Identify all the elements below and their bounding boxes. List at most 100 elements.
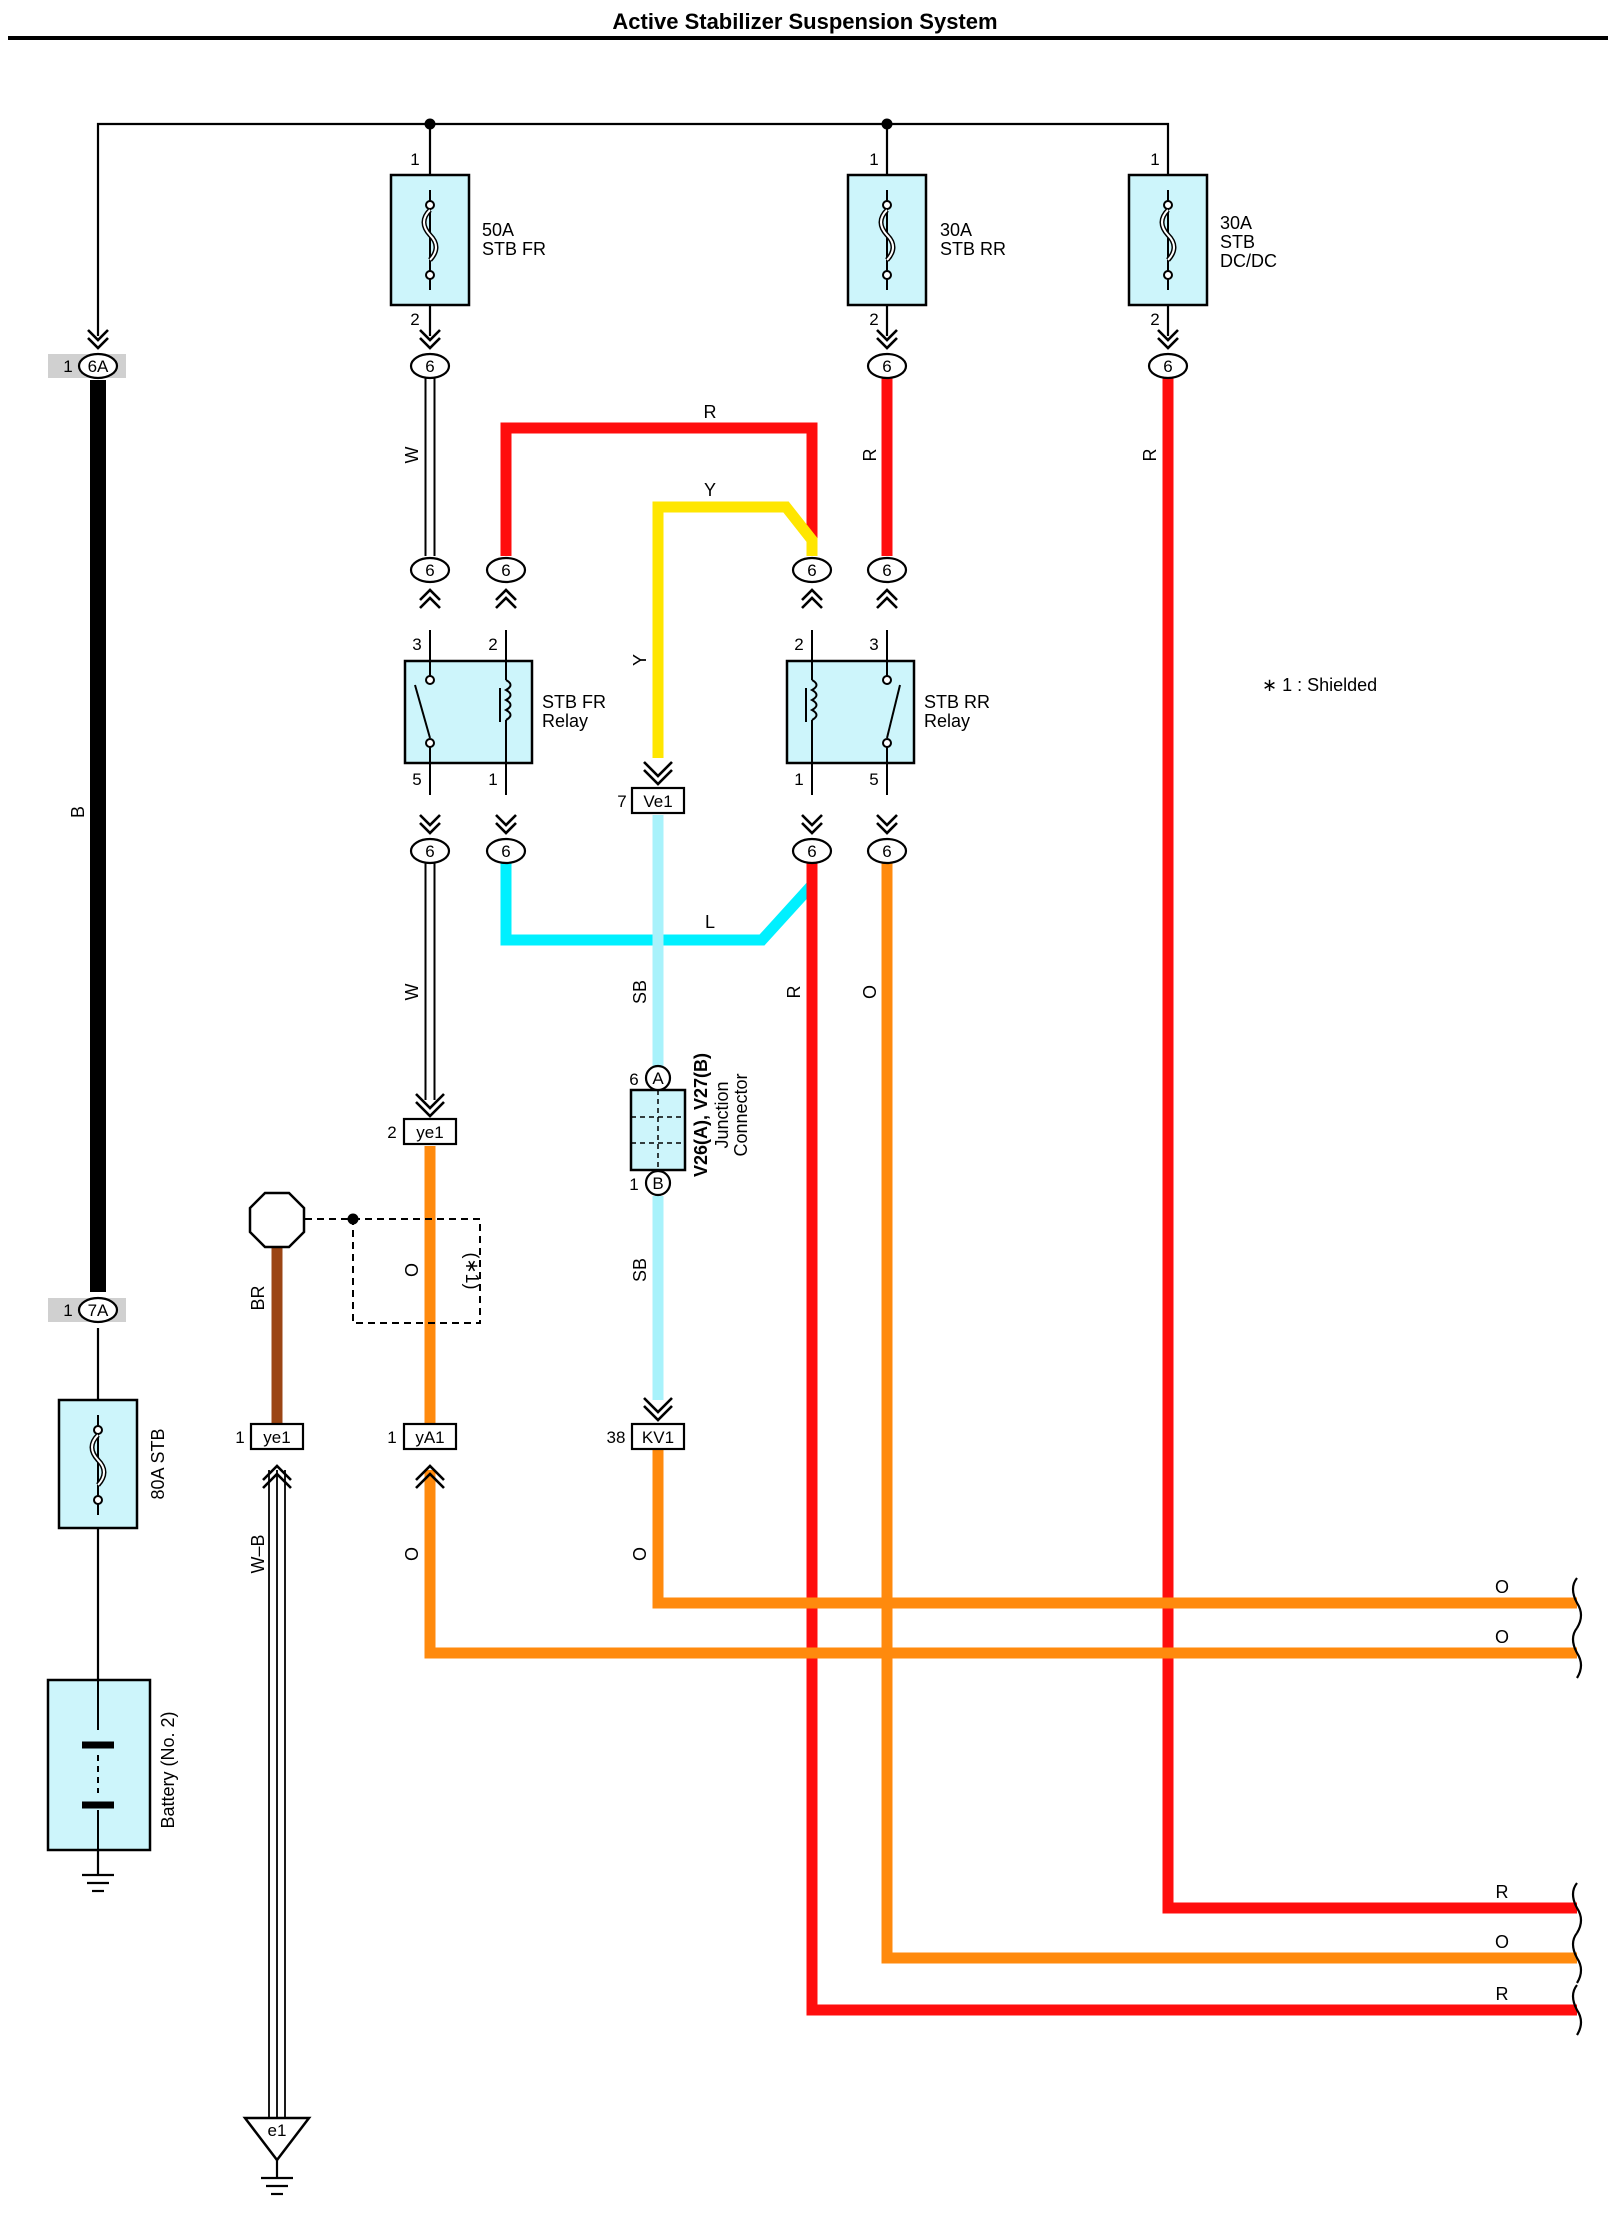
connector-ya1: yA1 1 [387, 1422, 458, 1451]
fuse-stb-dcdc [1127, 173, 1209, 307]
label-r-mid: R [784, 986, 804, 999]
wire-o-kv1 [652, 1450, 1577, 1609]
joint-6-rr-3: 6 [866, 556, 908, 584]
joint-6-fr-top: 6 [409, 352, 451, 380]
wire-l [500, 862, 817, 946]
power-bus [96, 122, 1170, 336]
joint-connectors: 6 6 6 6 6 6 6 6 6 6 6 [409, 352, 1189, 865]
bus-junction-dot-rr [881, 118, 893, 130]
joint-6-rr-1: 6 [791, 837, 833, 865]
fuse-dcdc-pin-in: 1 [1150, 150, 1159, 169]
fuse-dcdc-pin-out: 2 [1150, 310, 1159, 329]
svg-text:e1: e1 [268, 2121, 287, 2140]
relay-fr-pin-2: 2 [488, 635, 497, 654]
shielded-note: ∗ 1 : Shielded [1262, 675, 1377, 695]
wire-r-dcdc [1162, 378, 1577, 1914]
wire-labels: B W W R Y Y R R L SB SB R O BR O W–B O O… [68, 402, 1509, 2004]
svg-text:6: 6 [425, 357, 434, 376]
svg-text:6A: 6A [88, 357, 109, 376]
svg-text:6: 6 [1163, 357, 1172, 376]
svg-text:6: 6 [501, 561, 510, 580]
label-wb: W–B [248, 1534, 268, 1573]
fuse-stb-rr [846, 173, 928, 307]
svg-text:6: 6 [425, 842, 434, 861]
relay-rr-pin-5: 5 [869, 770, 878, 789]
label-sb-2: SB [630, 1258, 650, 1282]
svg-text:1: 1 [387, 1428, 396, 1447]
diagram-title: Active Stabilizer Suspension System [612, 9, 997, 34]
joint-6-rr-2: 6 [791, 556, 833, 584]
wire-break-marks [1571, 1577, 1583, 2036]
wire-wb [268, 1470, 286, 2118]
label-y-top: Y [704, 480, 716, 500]
wire-r-top-loop [500, 422, 818, 556]
battery-no2 [46, 1678, 152, 1852]
svg-text:6: 6 [807, 561, 816, 580]
fuse-rr-amp: 30A [940, 220, 972, 240]
relay-rr-name1: STB RR [924, 692, 990, 712]
svg-text:6: 6 [882, 357, 891, 376]
relay-rr-pin-2: 2 [794, 635, 803, 654]
relay-fr-name1: STB FR [542, 692, 606, 712]
fuse-stb-fr [389, 173, 471, 307]
connector-6a: 6A 1 [48, 352, 126, 380]
fuse-fr-pin-in: 1 [410, 150, 419, 169]
fuse-fr-pin-out: 2 [410, 310, 419, 329]
label-sb-1: SB [630, 980, 650, 1004]
junction-pin-b: 1 [629, 1175, 638, 1194]
svg-text:KV1: KV1 [642, 1428, 674, 1447]
label-out-4: O [1495, 1932, 1509, 1952]
label-out-5: R [1496, 1984, 1509, 2004]
label-out-2: O [1495, 1627, 1509, 1647]
label-r-dcdc: R [1140, 449, 1160, 462]
svg-text:7: 7 [617, 792, 626, 811]
label-b: B [68, 806, 88, 818]
svg-text:Ve1: Ve1 [643, 792, 672, 811]
label-y-side: Y [630, 654, 650, 666]
connector-ye1-top: ye1 2 [387, 1117, 458, 1146]
bus-junction-dot-fr [424, 118, 436, 130]
svg-text:ye1: ye1 [416, 1123, 443, 1142]
relay-stb-rr [785, 630, 916, 795]
junction-pin-a: 6 [629, 1070, 638, 1089]
fuse-rr-pin-out: 2 [869, 310, 878, 329]
relay-rr-pin-1: 1 [794, 770, 803, 789]
svg-text:2: 2 [387, 1123, 396, 1142]
joint-6-dcdc-top: 6 [1147, 352, 1189, 380]
label-o-mid: O [860, 985, 880, 999]
joint-6-fr-3: 6 [409, 556, 451, 584]
connector-ye1-bottom: ye1 1 [235, 1422, 305, 1451]
joint-6-rr-top: 6 [866, 352, 908, 380]
shield-label: (∗1) [462, 1252, 482, 1289]
wire-o-ya1 [424, 1470, 1577, 1659]
relay-fr-name2: Relay [542, 711, 588, 731]
fuse-dcdc-name1: STB [1220, 232, 1255, 252]
label-o-shield: O [402, 1263, 422, 1277]
svg-text:A: A [652, 1069, 664, 1088]
fuse-fr-amp: 50A [482, 220, 514, 240]
label-l: L [705, 912, 715, 932]
relay-rr-name2: Relay [924, 711, 970, 731]
svg-text:6: 6 [882, 842, 891, 861]
joint-6-fr-5: 6 [409, 837, 451, 865]
label-out-3: R [1496, 1882, 1509, 1902]
ground-e1: e1 [242, 2116, 312, 2196]
joint-6-fr-2: 6 [485, 556, 527, 584]
svg-text:yA1: yA1 [415, 1428, 444, 1447]
fuse-rr-pin-in: 1 [869, 150, 878, 169]
svg-text:7A: 7A [88, 1301, 109, 1320]
wire-y [652, 501, 818, 758]
joint-6-fr-1: 6 [485, 837, 527, 865]
shield-box [293, 1213, 481, 1324]
chevron-markers [87, 329, 1179, 1489]
relay-rr-pin-3: 3 [869, 635, 878, 654]
label-o-kv1: O [630, 1547, 650, 1561]
fuse-dcdc-name2: DC/DC [1220, 251, 1277, 271]
junction-name1: V26(A), V27(B) [691, 1053, 711, 1177]
fuse-80a-label: 80A STB [148, 1428, 168, 1499]
relay-fr-pin-3: 3 [412, 635, 421, 654]
junction-connector: A B [629, 1064, 687, 1197]
wire-o-mid [881, 862, 1577, 1964]
svg-text:B: B [652, 1174, 663, 1193]
